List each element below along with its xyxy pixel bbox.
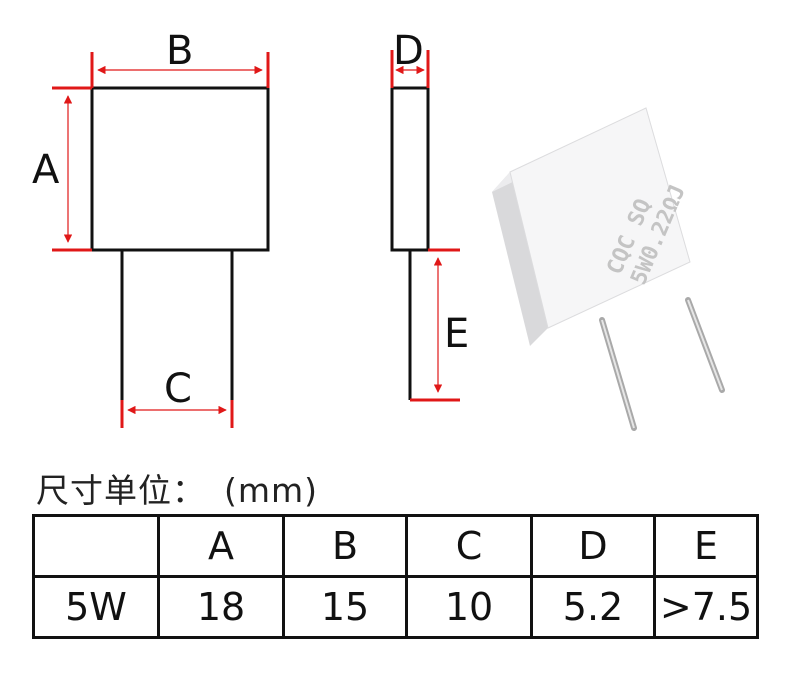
resistor-photo: CQC SQ 5W0.22ΩJ: [492, 107, 725, 431]
label-c: C: [164, 366, 192, 412]
table-header-cell: D: [530, 514, 656, 578]
dimension-table: A B C D E 5W 18 15 10 5.2 >7.5: [32, 514, 759, 639]
resistor-drawing: A B C D E CQC SQ 5W0.22ΩJ: [32, 28, 725, 431]
label-b: B: [166, 28, 193, 74]
table-cell: 5.2: [530, 575, 656, 639]
table-header-cell: B: [282, 514, 408, 578]
label-a: A: [32, 147, 60, 193]
table-cell: 15: [282, 575, 408, 639]
table-header-cell: [32, 514, 160, 578]
label-e: E: [444, 311, 469, 357]
table-header-cell: A: [157, 514, 285, 578]
unit-caption-unit: (mm): [224, 471, 319, 510]
side-view-body: [390, 86, 430, 252]
front-view-body: [90, 86, 270, 252]
table-cell: 5W: [32, 575, 160, 639]
unit-caption: 尺寸单位： (mm): [36, 464, 318, 512]
table-header-row: A B C D E: [32, 514, 759, 578]
table-cell: 10: [405, 575, 533, 639]
table-cell: >7.5: [653, 575, 759, 639]
table-header-cell: C: [405, 514, 533, 578]
table-header-cell: E: [653, 514, 759, 578]
table-row: 5W 18 15 10 5.2 >7.5: [32, 575, 759, 639]
unit-caption-label: 尺寸单位：: [36, 471, 206, 510]
table-cell: 18: [157, 575, 285, 639]
label-d: D: [393, 28, 424, 74]
